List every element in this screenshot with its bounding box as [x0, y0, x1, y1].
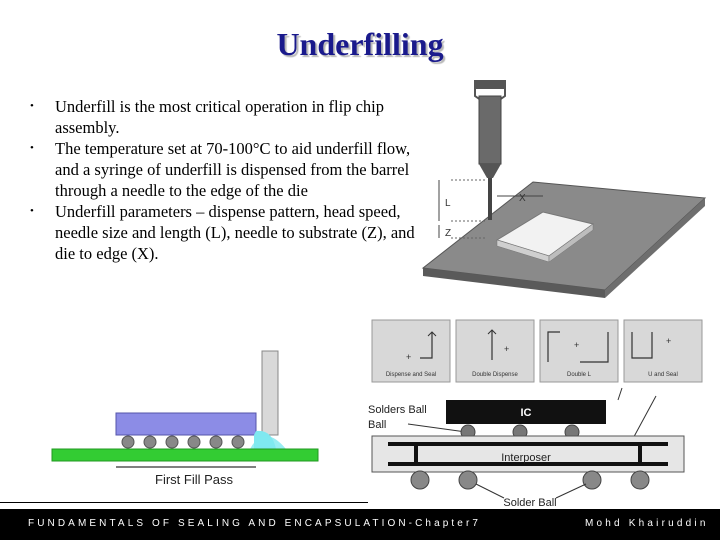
slide-title: Underfilling — [276, 26, 444, 62]
svg-text:+: + — [574, 340, 579, 350]
solder-ball-label: Solder Ball — [503, 497, 556, 509]
footer-rule — [0, 502, 368, 503]
svg-text:+: + — [504, 344, 509, 354]
syringe-needle — [488, 178, 492, 220]
dim-z-label: Z — [445, 228, 451, 239]
substrate-edge — [423, 268, 605, 298]
substrate-side — [605, 198, 705, 298]
bullet-text: Underfill is the most critical operation… — [55, 97, 385, 137]
bullet-item: • Underfill is the most critical operatio… — [30, 96, 430, 138]
svg-text:Ball: Ball — [368, 419, 386, 431]
cross-section-figure: Solders Ball Ball IC Interposer Solder B… — [368, 387, 685, 509]
bullet-dot-icon: • — [30, 142, 34, 154]
pattern-panel: + Double Dispense — [455, 319, 535, 383]
syringe-cap — [474, 80, 506, 88]
pattern-label: Double Dispense — [472, 372, 518, 378]
pattern-panel: + Double L — [539, 319, 619, 383]
footer-course: FUNDAMENTALS OF SEALING AND ENCAPSULATIO… — [28, 518, 482, 529]
bullet-list: • Underfill is the most critical operatio… — [30, 96, 430, 264]
solder-bumps — [121, 435, 245, 449]
dim-x-label: X — [519, 193, 526, 204]
ic-chip — [446, 400, 606, 424]
footer-bar: FUNDAMENTALS OF SEALING AND ENCAPSULATIO… — [0, 509, 720, 540]
pattern-panel: + U and Seal — [623, 319, 703, 383]
pattern-label: Dispense and Seal — [386, 372, 436, 378]
die-side — [548, 223, 594, 263]
footer-author: Mohd Khairuddin — [585, 518, 709, 529]
ic-label: IC — [521, 407, 532, 419]
interposer-label: Interposer — [501, 452, 551, 464]
needle — [261, 350, 279, 436]
dispense-setup-figure: L Z X — [421, 80, 707, 298]
dispense-patterns-figure: + Dispense and Seal + Double Dispense + … — [371, 319, 703, 383]
substrate-green — [51, 448, 319, 462]
syringe-barrel — [478, 95, 502, 165]
first-fill-caption: First Fill Pass — [155, 472, 234, 487]
pattern-panel: + Dispense and Seal — [371, 319, 451, 383]
first-fill-figure: First Fill Pass — [51, 350, 319, 487]
die-blue — [115, 412, 257, 436]
pattern-label: U and Seal — [648, 372, 678, 378]
syringe-tip — [479, 164, 501, 178]
svg-text:+: + — [666, 336, 671, 346]
svg-text:+: + — [406, 352, 411, 362]
bullet-text: Underfill parameters – dispense pattern,… — [55, 202, 415, 263]
bullet-dot-icon: • — [30, 205, 34, 217]
bullet-item: • Underfill parameters – dispense pattern… — [30, 201, 430, 264]
pattern-label: Double L — [567, 372, 592, 378]
bullet-dot-icon: • — [30, 100, 34, 112]
solders-ball-label: Solders Ball — [368, 404, 427, 416]
dim-l-label: L — [445, 198, 451, 209]
bullet-text: The temperature set at 70-100°C to aid u… — [55, 139, 411, 200]
bullet-item: • The temperature set at 70-100°C to aid … — [30, 138, 430, 201]
